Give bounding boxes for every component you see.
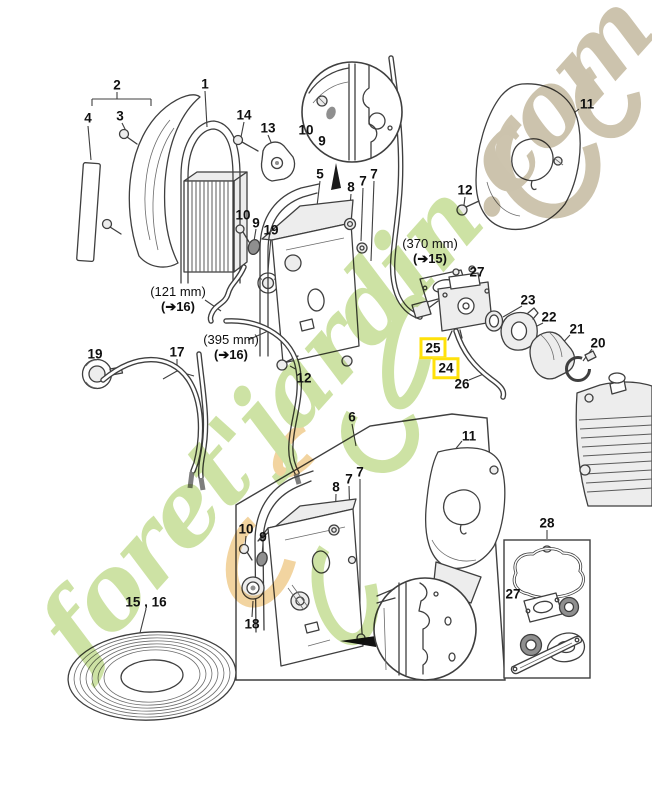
- callout-20[interactable]: 20: [590, 335, 606, 351]
- air-filter-element-1: [180, 120, 248, 284]
- shroud-11-lower: [424, 447, 506, 604]
- callout-9[interactable]: 9: [252, 215, 260, 231]
- callout-23[interactable]: 23: [520, 292, 536, 308]
- callout-8[interactable]: 8: [347, 179, 355, 195]
- callout-6[interactable]: 6: [348, 409, 356, 425]
- intake-flange-22: [500, 307, 539, 351]
- callout-13[interactable]: 13: [260, 120, 276, 136]
- callout-2[interactable]: 2: [113, 77, 121, 93]
- callout-24[interactable]: 24: [432, 357, 460, 379]
- fuel-hose-26: [453, 328, 507, 400]
- hose-121mm: [207, 264, 247, 324]
- callout-10[interactable]: 10: [298, 122, 314, 138]
- callout-9[interactable]: 9: [259, 529, 267, 545]
- measurement-length: (370 mm): [402, 236, 458, 252]
- air-filter-plate-4: [76, 162, 101, 263]
- callout-7[interactable]: 7: [370, 166, 378, 182]
- tank-housing-upper: [259, 183, 368, 371]
- callout-10[interactable]: 10: [235, 207, 251, 223]
- callout-25[interactable]: 25: [419, 337, 447, 359]
- callout-14[interactable]: 14: [236, 107, 252, 123]
- callout-27[interactable]: 27: [469, 264, 485, 280]
- gasket-set-box-28: [503, 539, 591, 679]
- intake-ring-23: [484, 310, 504, 332]
- callout-27[interactable]: 27: [505, 586, 521, 602]
- callout-3[interactable]: 3: [116, 108, 124, 124]
- screw-14: [232, 134, 259, 152]
- callout-19[interactable]: 19: [87, 346, 103, 362]
- callout-1[interactable]: 1: [201, 76, 209, 92]
- measurement-length: (395 mm): [203, 332, 259, 348]
- measurement-part-ref: (➔15): [412, 251, 447, 266]
- callout-21[interactable]: 21: [569, 321, 585, 337]
- callout-7[interactable]: 7: [345, 471, 353, 487]
- callout-12[interactable]: 12: [457, 182, 473, 198]
- callout-19[interactable]: 19: [263, 222, 279, 238]
- air-filter-cover-2: [128, 94, 201, 268]
- callout-28[interactable]: 28: [539, 515, 555, 531]
- measurement-part-ref: (➔16): [160, 299, 195, 314]
- callout-11[interactable]: 11: [461, 428, 477, 444]
- callout-10[interactable]: 10: [238, 521, 254, 537]
- intake-boot-21: [529, 331, 576, 380]
- callout-4[interactable]: 4: [84, 110, 92, 126]
- callout-11[interactable]: 11: [579, 96, 595, 112]
- measurement-label: (370 mm)(➔15): [402, 236, 458, 267]
- bracket-13: [260, 141, 296, 182]
- measurement-part-ref: (➔16): [213, 347, 248, 362]
- measurement-label: (121 mm)(➔16): [150, 284, 206, 315]
- clamp-20: [565, 350, 597, 382]
- screw-12-top: [456, 200, 480, 216]
- detail-circle-top: [301, 61, 403, 190]
- callout-7[interactable]: 7: [359, 173, 367, 189]
- screw-3: [101, 128, 138, 235]
- callout-17[interactable]: 17: [169, 344, 185, 360]
- fuel-line-coil-15-16: [67, 631, 237, 721]
- callout-15-16[interactable]: 15 , 16: [125, 594, 167, 610]
- callout-7[interactable]: 7: [356, 464, 364, 480]
- callout-8[interactable]: 8: [332, 479, 340, 495]
- callout-9[interactable]: 9: [318, 133, 326, 149]
- callout-5[interactable]: 5: [316, 166, 324, 182]
- cylinder: [575, 372, 652, 507]
- vent-hoses-17: [100, 351, 209, 491]
- callout-26[interactable]: 26: [454, 376, 470, 392]
- callout-18[interactable]: 18: [244, 616, 260, 632]
- callout-22[interactable]: 22: [541, 309, 557, 325]
- callout-12[interactable]: 12: [296, 370, 312, 386]
- pointer-wedge-top: [331, 163, 341, 190]
- measurement-label: (395 mm)(➔16): [203, 332, 259, 363]
- measurement-length: (121 mm): [150, 284, 206, 300]
